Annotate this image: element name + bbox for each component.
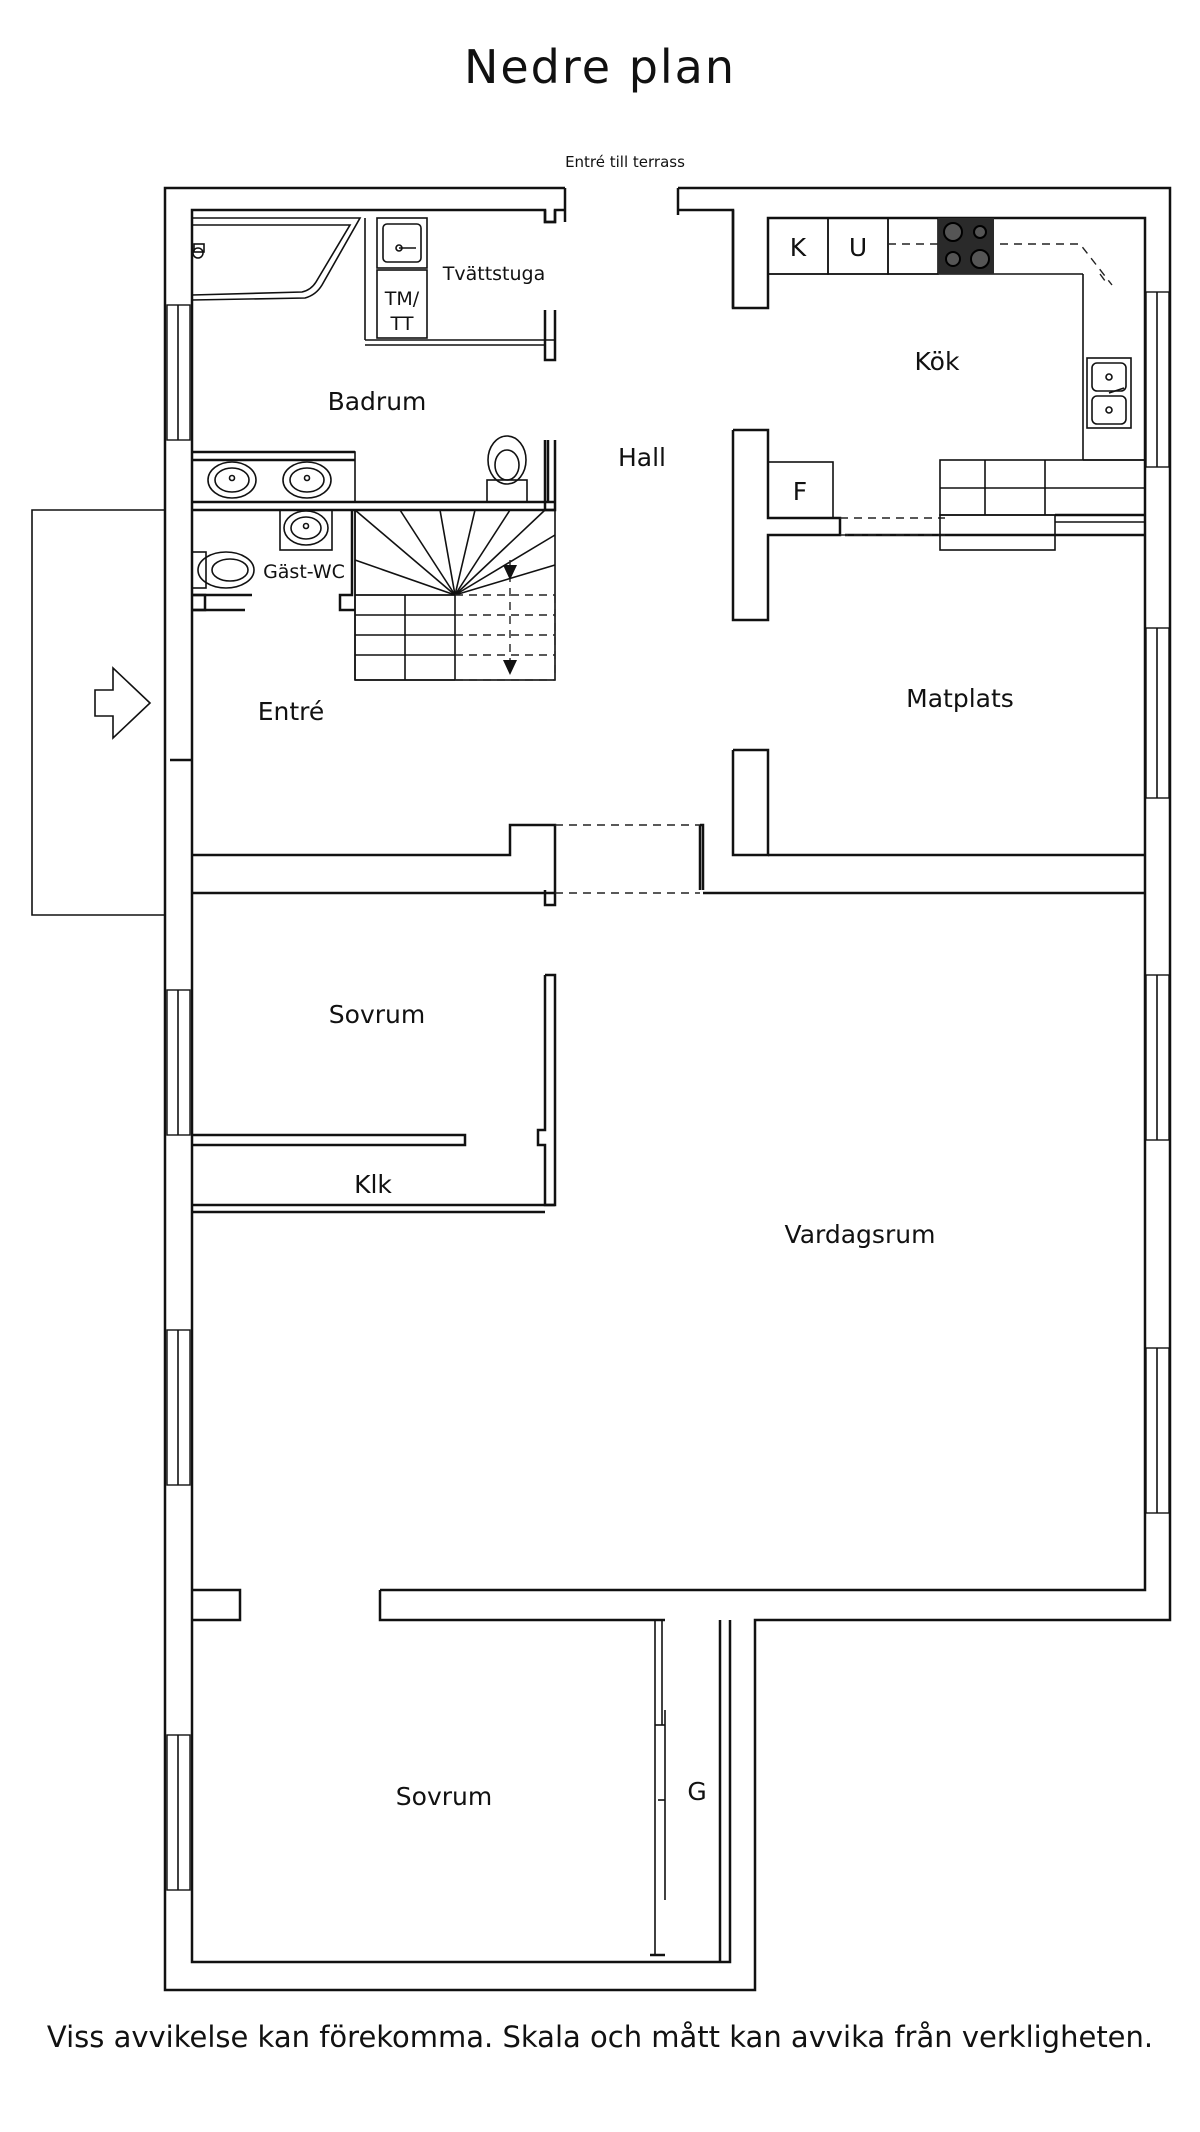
- washer-dryer: [364, 218, 555, 346]
- guest-toilet-icon: [191, 551, 255, 589]
- laundry-sink-icon: [376, 217, 428, 269]
- room-label-tvattstuga: Tvättstuga: [442, 263, 546, 285]
- closet-label-g: G: [687, 1777, 706, 1806]
- room-label-sovrum-lower: Sovrum: [396, 1782, 492, 1811]
- bathtub-icon: [191, 217, 362, 301]
- bathroom-sinks-icon: [191, 451, 356, 503]
- openings: [555, 517, 945, 894]
- room-label-badrum: Badrum: [328, 387, 427, 416]
- kitchen-sink-icon: [1086, 357, 1132, 429]
- room-label-vardagsrum: Vardagsrum: [785, 1220, 936, 1249]
- tm-tt-label-2: TT: [390, 313, 414, 335]
- room-label-hall: Hall: [618, 443, 666, 472]
- room-label-gast-wc: Gäst-WC: [263, 561, 345, 583]
- room-label-klk: Klk: [354, 1170, 392, 1199]
- staircase-icon: [354, 509, 556, 681]
- windows: [166, 291, 1170, 1891]
- room-label-kok: Kök: [915, 347, 960, 376]
- guest-sink-icon: [279, 509, 333, 551]
- room-label-entre: Entré: [258, 697, 325, 726]
- fridge-label: K: [790, 233, 807, 262]
- stove-icon: [938, 218, 994, 274]
- exterior-walls: [163, 186, 1172, 1992]
- room-label-matplats: Matplats: [906, 684, 1014, 713]
- room-label-sovrum-upper: Sovrum: [329, 1000, 425, 1029]
- tm-tt-label-1: TM/: [384, 288, 420, 310]
- plan-title: Nedre plan: [463, 40, 737, 94]
- entrance-terrace-label: Entré till terrass: [565, 153, 685, 171]
- oven-label: U: [849, 233, 867, 262]
- disclaimer-text: Viss avvikelse kan förekomma. Skala och …: [46, 2020, 1154, 2054]
- freezer-label: F: [793, 477, 807, 506]
- kitchen-island: [939, 459, 1146, 551]
- wardrobe-doors: [654, 1620, 666, 1955]
- interior-walls: [170, 210, 1145, 1962]
- freezer: [767, 461, 834, 519]
- entrance-porch: [31, 509, 165, 916]
- entrance-arrow-icon: [94, 666, 152, 740]
- bathroom-toilet-icon: [486, 435, 550, 503]
